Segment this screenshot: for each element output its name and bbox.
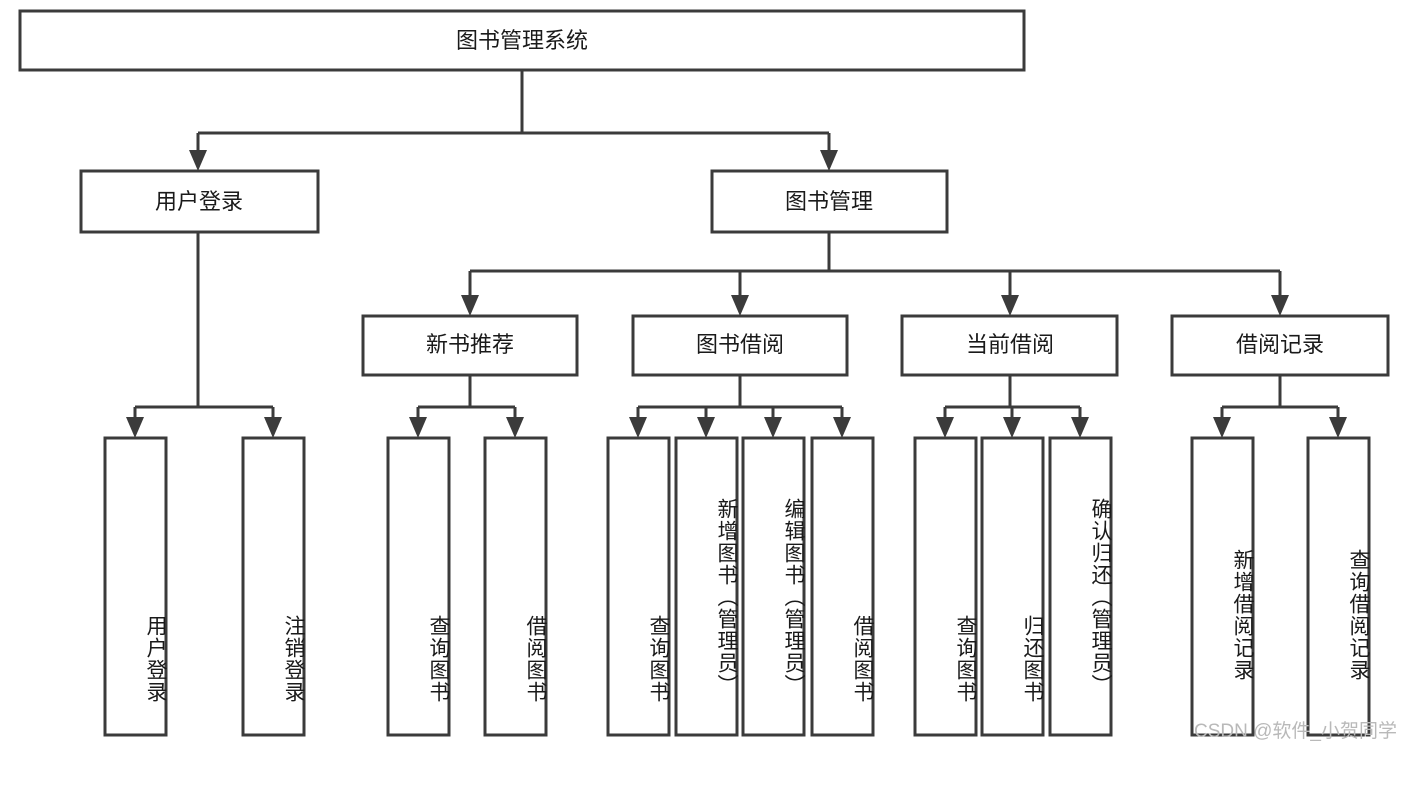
node-current-borrow-label: 当前借阅 xyxy=(966,332,1054,357)
csdn-watermark: CSDN @软件_小贺同学 xyxy=(1194,721,1397,742)
leaf-box-borrow-records-1[interactable] xyxy=(1190,436,1255,737)
leaf-box-book-borrow-1[interactable] xyxy=(606,436,671,737)
leaf-box-book-borrow-4[interactable] xyxy=(810,436,875,737)
node-book-management-label: 图书管理 xyxy=(785,189,873,214)
leaf-box-current-borrow-2[interactable] xyxy=(980,436,1045,737)
connector-bookborrow-to-leaves xyxy=(629,375,851,438)
connector-borrowrecords-to-leaves xyxy=(1213,375,1347,438)
node-current-borrow[interactable]: 当前借阅 xyxy=(900,314,1119,377)
connector-newbook-to-leaves xyxy=(409,375,524,438)
leaf-box-current-borrow-3[interactable] xyxy=(1048,436,1113,737)
node-root-system-label: 图书管理系统 xyxy=(456,28,588,53)
node-new-book-recommend[interactable]: 新书推荐 xyxy=(361,314,579,377)
connector-bookmgmt-to-level3 xyxy=(461,232,1289,316)
leaf-box-book-borrow-2[interactable] xyxy=(674,436,739,737)
tree-diagram-canvas: 图书管理系统 用户登录 图书管理 新书推荐 图书借阅 当前借阅 借阅记录 xyxy=(18,9,1390,737)
connector-currentborrow-to-leaves xyxy=(936,375,1089,438)
node-book-management[interactable]: 图书管理 xyxy=(710,169,949,234)
node-borrow-records[interactable]: 借阅记录 xyxy=(1170,314,1390,377)
leaf-box-new-book-1[interactable] xyxy=(386,436,451,737)
connector-root-to-level2 xyxy=(189,70,838,171)
leaf-box-user-login-2[interactable] xyxy=(241,436,306,737)
node-new-book-recommend-label: 新书推荐 xyxy=(426,332,514,357)
leaf-box-book-borrow-3[interactable] xyxy=(741,436,806,737)
node-book-borrow-label: 图书借阅 xyxy=(696,332,784,357)
node-root-system[interactable]: 图书管理系统 xyxy=(18,9,1026,72)
leaf-box-borrow-records-2[interactable] xyxy=(1306,436,1371,737)
node-user-login-label: 用户登录 xyxy=(155,189,243,214)
connector-userlogin-to-leaves xyxy=(126,232,282,438)
book-management-system-tree-diagram: 图书管理系统 用户登录 图书管理 新书推荐 图书借阅 当前借阅 借阅记录 xyxy=(18,9,1397,742)
node-borrow-records-label: 借阅记录 xyxy=(1236,332,1324,357)
leaf-box-current-borrow-1[interactable] xyxy=(913,436,978,737)
node-user-login[interactable]: 用户登录 xyxy=(79,169,320,234)
leaf-box-user-login-1[interactable] xyxy=(103,436,168,737)
node-book-borrow[interactable]: 图书借阅 xyxy=(631,314,849,377)
leaf-box-new-book-2[interactable] xyxy=(483,436,548,737)
